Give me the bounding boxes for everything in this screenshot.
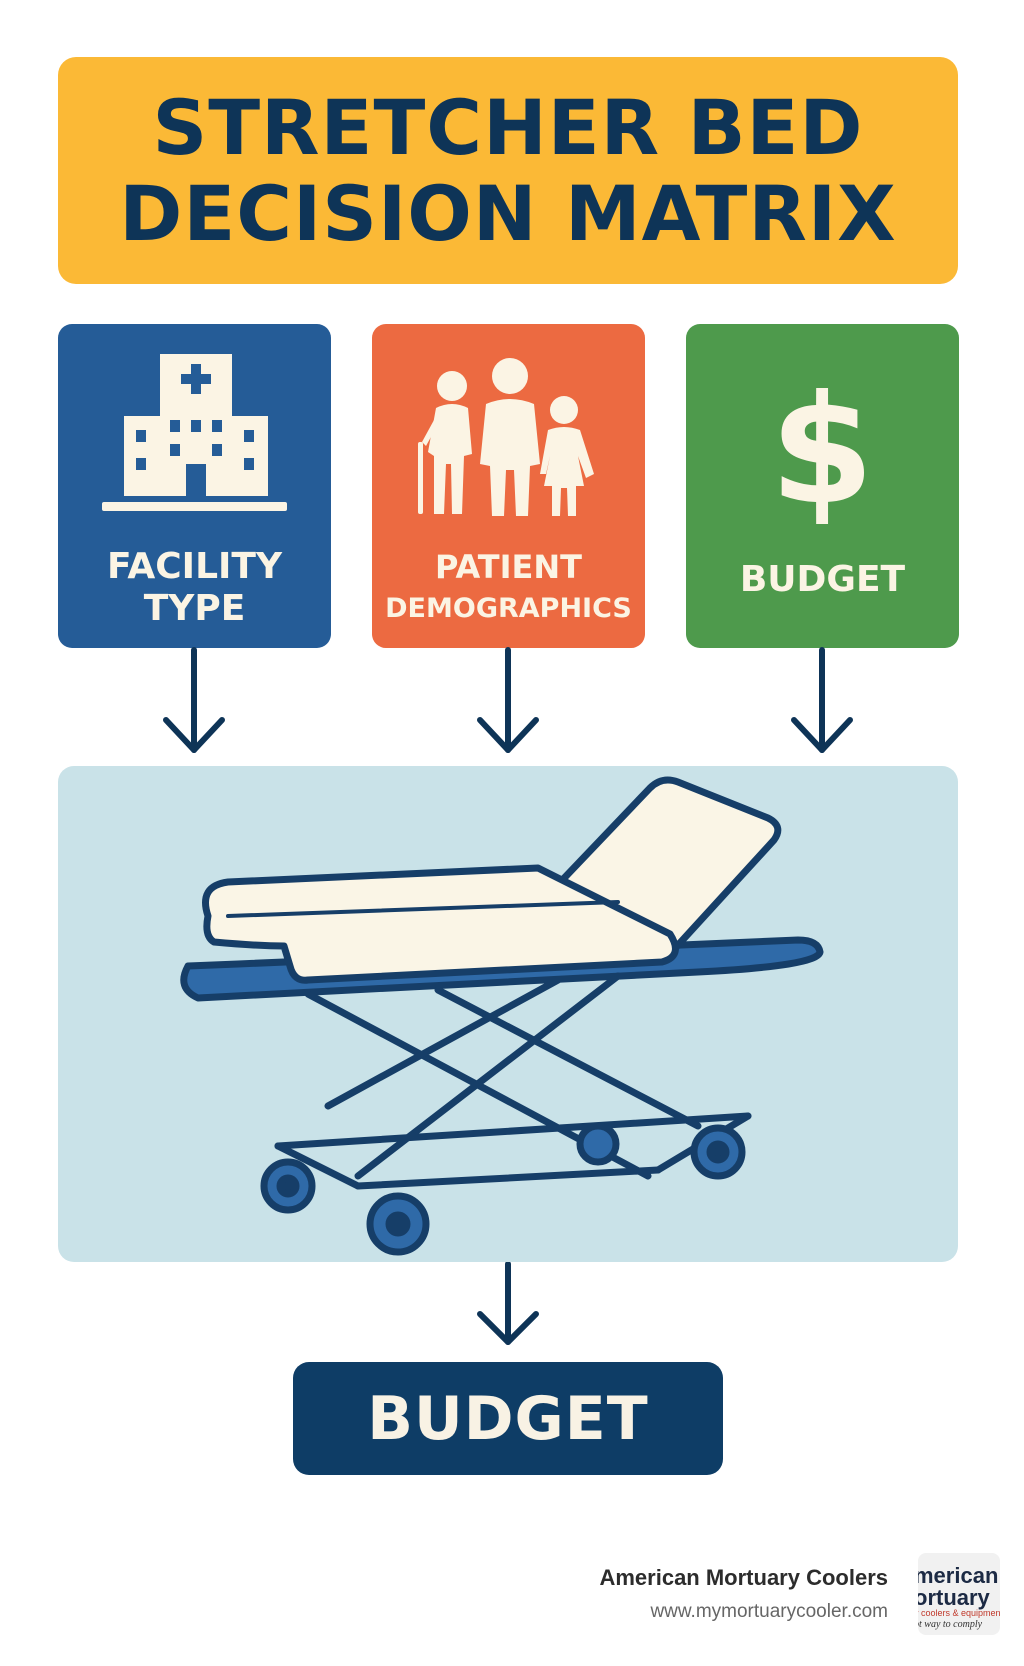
factor-label-patient-demographics: PATIENT DEMOGRAPHICS	[372, 546, 645, 630]
hospital-building-icon	[102, 354, 287, 511]
footer-company-name: American Mortuary Coolers	[599, 1565, 888, 1590]
people-group-icon	[418, 358, 594, 516]
title-line-2: DECISION MATRIX	[119, 168, 897, 258]
factor-label-line-2: TYPE	[143, 588, 246, 629]
outcome-budget-box: BUDGET	[293, 1362, 723, 1475]
arrow-down-icon	[477, 647, 539, 753]
company-logo: merican ortuary y coolers & equipment ot…	[918, 1553, 1000, 1635]
title-line-1: STRETCHER BED	[152, 82, 864, 172]
factor-label-line-2: DEMOGRAPHICS	[385, 593, 632, 624]
footer-website-link[interactable]: www.mymortuarycooler.com	[650, 1601, 888, 1622]
title-banner: STRETCHER BED DECISION MATRIX	[58, 57, 958, 284]
svg-text:ot way to comply: ot way to comply	[918, 1619, 983, 1630]
factor-card-facility-type: FACILITY TYPE	[58, 324, 331, 648]
dollar-sign-icon: $	[770, 364, 874, 538]
factor-label-line-1: PATIENT	[435, 548, 582, 586]
factor-label-budget: BUDGET	[686, 559, 959, 601]
stretcher-bed-icon	[180, 776, 824, 1256]
factor-card-budget: $ BUDGET	[686, 324, 959, 648]
arrow-down-icon	[163, 647, 225, 753]
arrow-down-icon	[477, 1261, 539, 1345]
svg-text:$: $	[770, 364, 874, 538]
company-logo-mark: merican ortuary y coolers & equipment ot…	[918, 1563, 1000, 1630]
factor-card-patient-demographics: PATIENT DEMOGRAPHICS	[372, 324, 645, 648]
factor-label-facility-type: FACILITY TYPE	[58, 546, 331, 630]
svg-text:y coolers & equipment: y coolers & equipment	[918, 1608, 1000, 1618]
stretcher-panel	[58, 766, 958, 1262]
svg-text:merican: merican	[918, 1563, 998, 1588]
factor-label-line-1: FACILITY	[106, 546, 283, 587]
outcome-label: BUDGET	[367, 1383, 649, 1454]
factor-label-line-1: BUDGET	[739, 559, 906, 600]
svg-text:ortuary: ortuary	[918, 1585, 991, 1610]
arrow-down-icon	[791, 647, 853, 753]
